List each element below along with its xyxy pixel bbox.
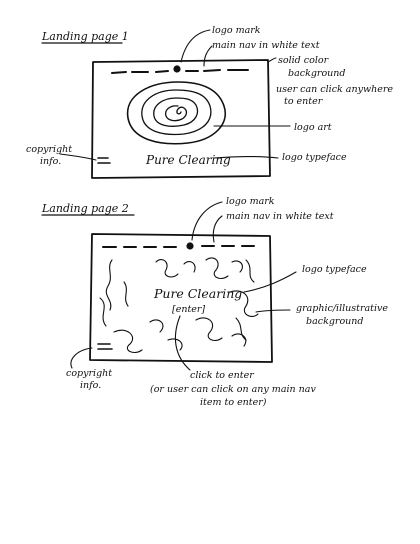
page1-logo-mark-label: logo mark	[212, 25, 261, 36]
page1-main-nav-label: main nav in white text	[212, 40, 320, 51]
page2-enter-link[interactable]: [enter]	[172, 304, 205, 315]
page1-logo-typeface-label: logo typeface	[282, 152, 347, 163]
page2-copyright-leader	[70, 347, 93, 369]
page1-logo-art-icon	[126, 81, 227, 145]
page2-illustrative-background	[99, 257, 259, 353]
page2-graphic-bg-leader	[255, 309, 291, 313]
page1-main-nav-leader	[203, 45, 213, 67]
page1-main-nav	[111, 69, 249, 74]
page1-frame	[91, 59, 271, 179]
landing-page-2: Landing page 2 Pure Clearing	[41, 196, 388, 408]
page2-logo-typeface-label: logo typeface	[302, 264, 367, 275]
page2-logo-typeface-leader	[243, 271, 297, 293]
page2-click-leader	[174, 315, 191, 371]
page2-click-label-2: (or user can click on any main nav	[150, 384, 316, 395]
page2-logo-typeface-text: Pure Clearing	[153, 286, 242, 301]
page1-click-label-1: user can click anywhere	[276, 84, 393, 95]
page2-frame	[89, 233, 273, 363]
page2-copyright-label-1: copyright	[66, 368, 112, 379]
page2-graphic-bg-label-2: background	[306, 316, 363, 327]
page1-heading: Landing page 1	[41, 30, 129, 43]
page2-copyright-dashes	[97, 343, 113, 350]
page1-copyright-dashes	[97, 157, 111, 164]
page1-logo-mark-leader	[180, 29, 211, 63]
page2-click-label-1: click to enter	[190, 370, 255, 381]
page1-copyright-leader	[59, 153, 97, 161]
page1-logo-mark-icon	[173, 65, 181, 73]
page2-main-nav-label: main nav in white text	[226, 211, 334, 222]
landing-page-1: Landing page 1 Pure Clearing logo mark m…	[26, 25, 393, 179]
page1-copyright-label-2: info.	[40, 156, 61, 167]
page2-logo-mark-label: logo mark	[226, 196, 275, 207]
page2-heading: Landing page 2	[41, 202, 129, 215]
page1-click-label-2: to enter	[284, 96, 324, 107]
page1-logo-typeface-leader	[213, 155, 279, 159]
page2-copyright-label-2: info.	[80, 380, 101, 391]
page2-logo-mark-icon	[186, 242, 194, 250]
page1-logo-art-label: logo art	[294, 122, 332, 133]
page2-main-nav-leader	[212, 215, 223, 243]
page1-copyright-label-1: copyright	[26, 144, 72, 155]
page1-solid-bg-label-1: solid color	[278, 55, 330, 66]
page2-main-nav	[102, 245, 255, 248]
page1-solid-bg-leader	[267, 57, 277, 63]
page2-graphic-bg-label-1: graphic/illustrative	[296, 303, 388, 314]
page1-logo-typeface-text: Pure Clearing	[145, 153, 231, 167]
page2-logo-mark-leader	[191, 201, 223, 241]
page2-click-label-3: item to enter)	[200, 397, 267, 408]
page1-solid-bg-label-2: background	[288, 68, 345, 79]
